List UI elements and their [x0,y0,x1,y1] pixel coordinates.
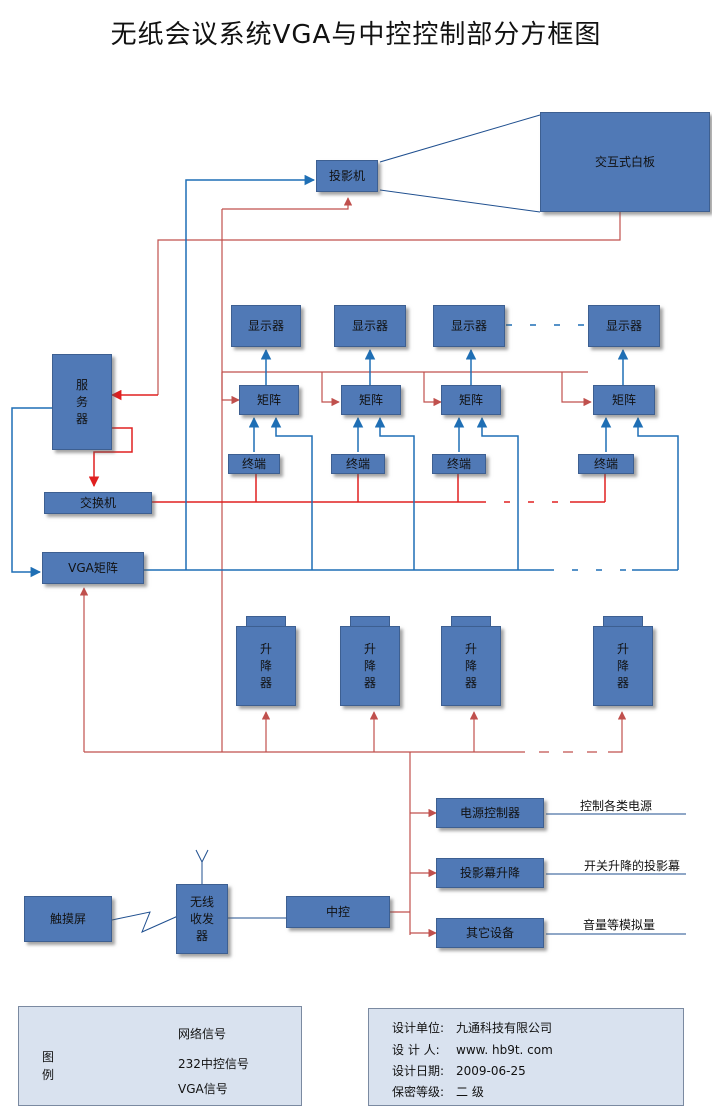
legend-caption: 图 例 [42,1050,55,1082]
info-secret-label: 保密等级: [392,1085,445,1099]
matrix-label: 矩阵 [256,392,281,407]
terminal-2: 终端 [331,454,385,474]
other-devices-label: 其它设备 [465,925,514,940]
lifter-3: 升 降 器 [441,626,501,706]
legend-ctrl232-label: 232中控信号 [178,1057,249,1071]
note-power: 控制各类电源 [580,799,653,813]
server-label: 服 务 器 [75,377,88,426]
lifter-label: 升 降 器 [616,641,629,690]
server-box: 服 务 器 [52,354,112,450]
matrix-2: 矩阵 [341,385,401,415]
display-label: 显示器 [605,318,642,333]
switch-box: 交换机 [44,492,152,514]
display-label: 显示器 [450,318,487,333]
projector-label: 投影机 [328,168,365,183]
note-other: 音量等模拟量 [583,918,656,932]
display-4: 显示器 [588,305,660,347]
terminal-label: 终端 [593,456,618,471]
lifter-4: 升 降 器 [593,626,653,706]
info-designer-value: www. hb9t. com [456,1043,553,1057]
projector-box: 投影机 [316,160,378,192]
lifter-label: 升 降 器 [363,641,376,690]
display-3: 显示器 [433,305,505,347]
info-designer-label: 设 计 人: [392,1043,440,1057]
legend-panel [18,1006,302,1106]
power-controller-label: 电源控制器 [459,805,520,820]
terminal-label: 终端 [241,456,266,471]
projector-beam [379,114,541,213]
screen-lift-box: 投影幕升降 [436,858,544,888]
central-control-label: 中控 [325,904,350,919]
switch-label: 交换机 [79,495,116,510]
wireless-transceiver-box: 无线 收发 器 [176,884,228,954]
central-control-box: 中控 [286,896,390,928]
touch-screen-box: 触摸屏 [24,896,112,942]
display-2: 显示器 [334,305,406,347]
vga-lines [11,174,679,578]
ctrl232-lines [79,197,627,938]
lifter-2: 升 降 器 [340,626,400,706]
lifter-label: 升 降 器 [464,641,477,690]
info-date-label: 设计日期: [392,1064,445,1078]
lifter-1: 升 降 器 [236,626,296,706]
vga-matrix-box: VGA矩阵 [42,552,144,584]
vga-matrix-label: VGA矩阵 [68,560,118,575]
note-screen: 开关升降的投影幕 [584,859,681,873]
page-title: 无纸会议系统VGA与中控控制部分方框图 [110,20,602,50]
network-lines [88,389,606,503]
legend-network-label: 网络信号 [178,1027,227,1041]
touch-screen-label: 触摸屏 [49,911,86,926]
info-unit: 设计单位: 九通科技有限公司 [392,1019,552,1036]
screen-lift-label: 投影幕升降 [459,865,520,880]
display-label: 显示器 [247,318,284,333]
note-lines [546,813,686,935]
display-label: 显示器 [351,318,388,333]
info-designer: 设 计 人: www. hb9t. com [392,1041,553,1058]
info-date-value: 2009-06-25 [456,1064,526,1078]
terminal-4: 终端 [578,454,634,474]
terminal-1: 终端 [228,454,280,474]
design-info-panel [368,1008,684,1106]
lifter-label: 升 降 器 [259,641,272,690]
display-1: 显示器 [231,305,301,347]
info-secret: 保密等级: 二 级 [392,1083,484,1100]
matrix-4: 矩阵 [593,385,655,415]
whiteboard-label: 交互式白板 [594,154,655,169]
info-secret-value: 二 级 [456,1085,484,1099]
matrix-label: 矩阵 [358,392,383,407]
other-devices-box: 其它设备 [436,918,544,948]
matrix-3: 矩阵 [441,385,501,415]
terminal-label: 终端 [446,456,471,471]
wireless-transceiver-label: 无线 收发 器 [189,894,214,943]
terminal-label: 终端 [345,456,370,471]
matrix-label: 矩阵 [611,392,636,407]
whiteboard-box: 交互式白板 [540,112,710,212]
terminal-3: 终端 [432,454,486,474]
matrix-1: 矩阵 [239,385,299,415]
info-unit-value: 九通科技有限公司 [456,1021,553,1035]
wireless-links [111,849,286,933]
info-date: 设计日期: 2009-06-25 [392,1062,526,1079]
power-controller-box: 电源控制器 [436,798,544,828]
info-unit-label: 设计单位: [392,1021,445,1035]
matrix-label: 矩阵 [458,392,483,407]
legend-vga-label: VGA信号 [178,1082,228,1096]
